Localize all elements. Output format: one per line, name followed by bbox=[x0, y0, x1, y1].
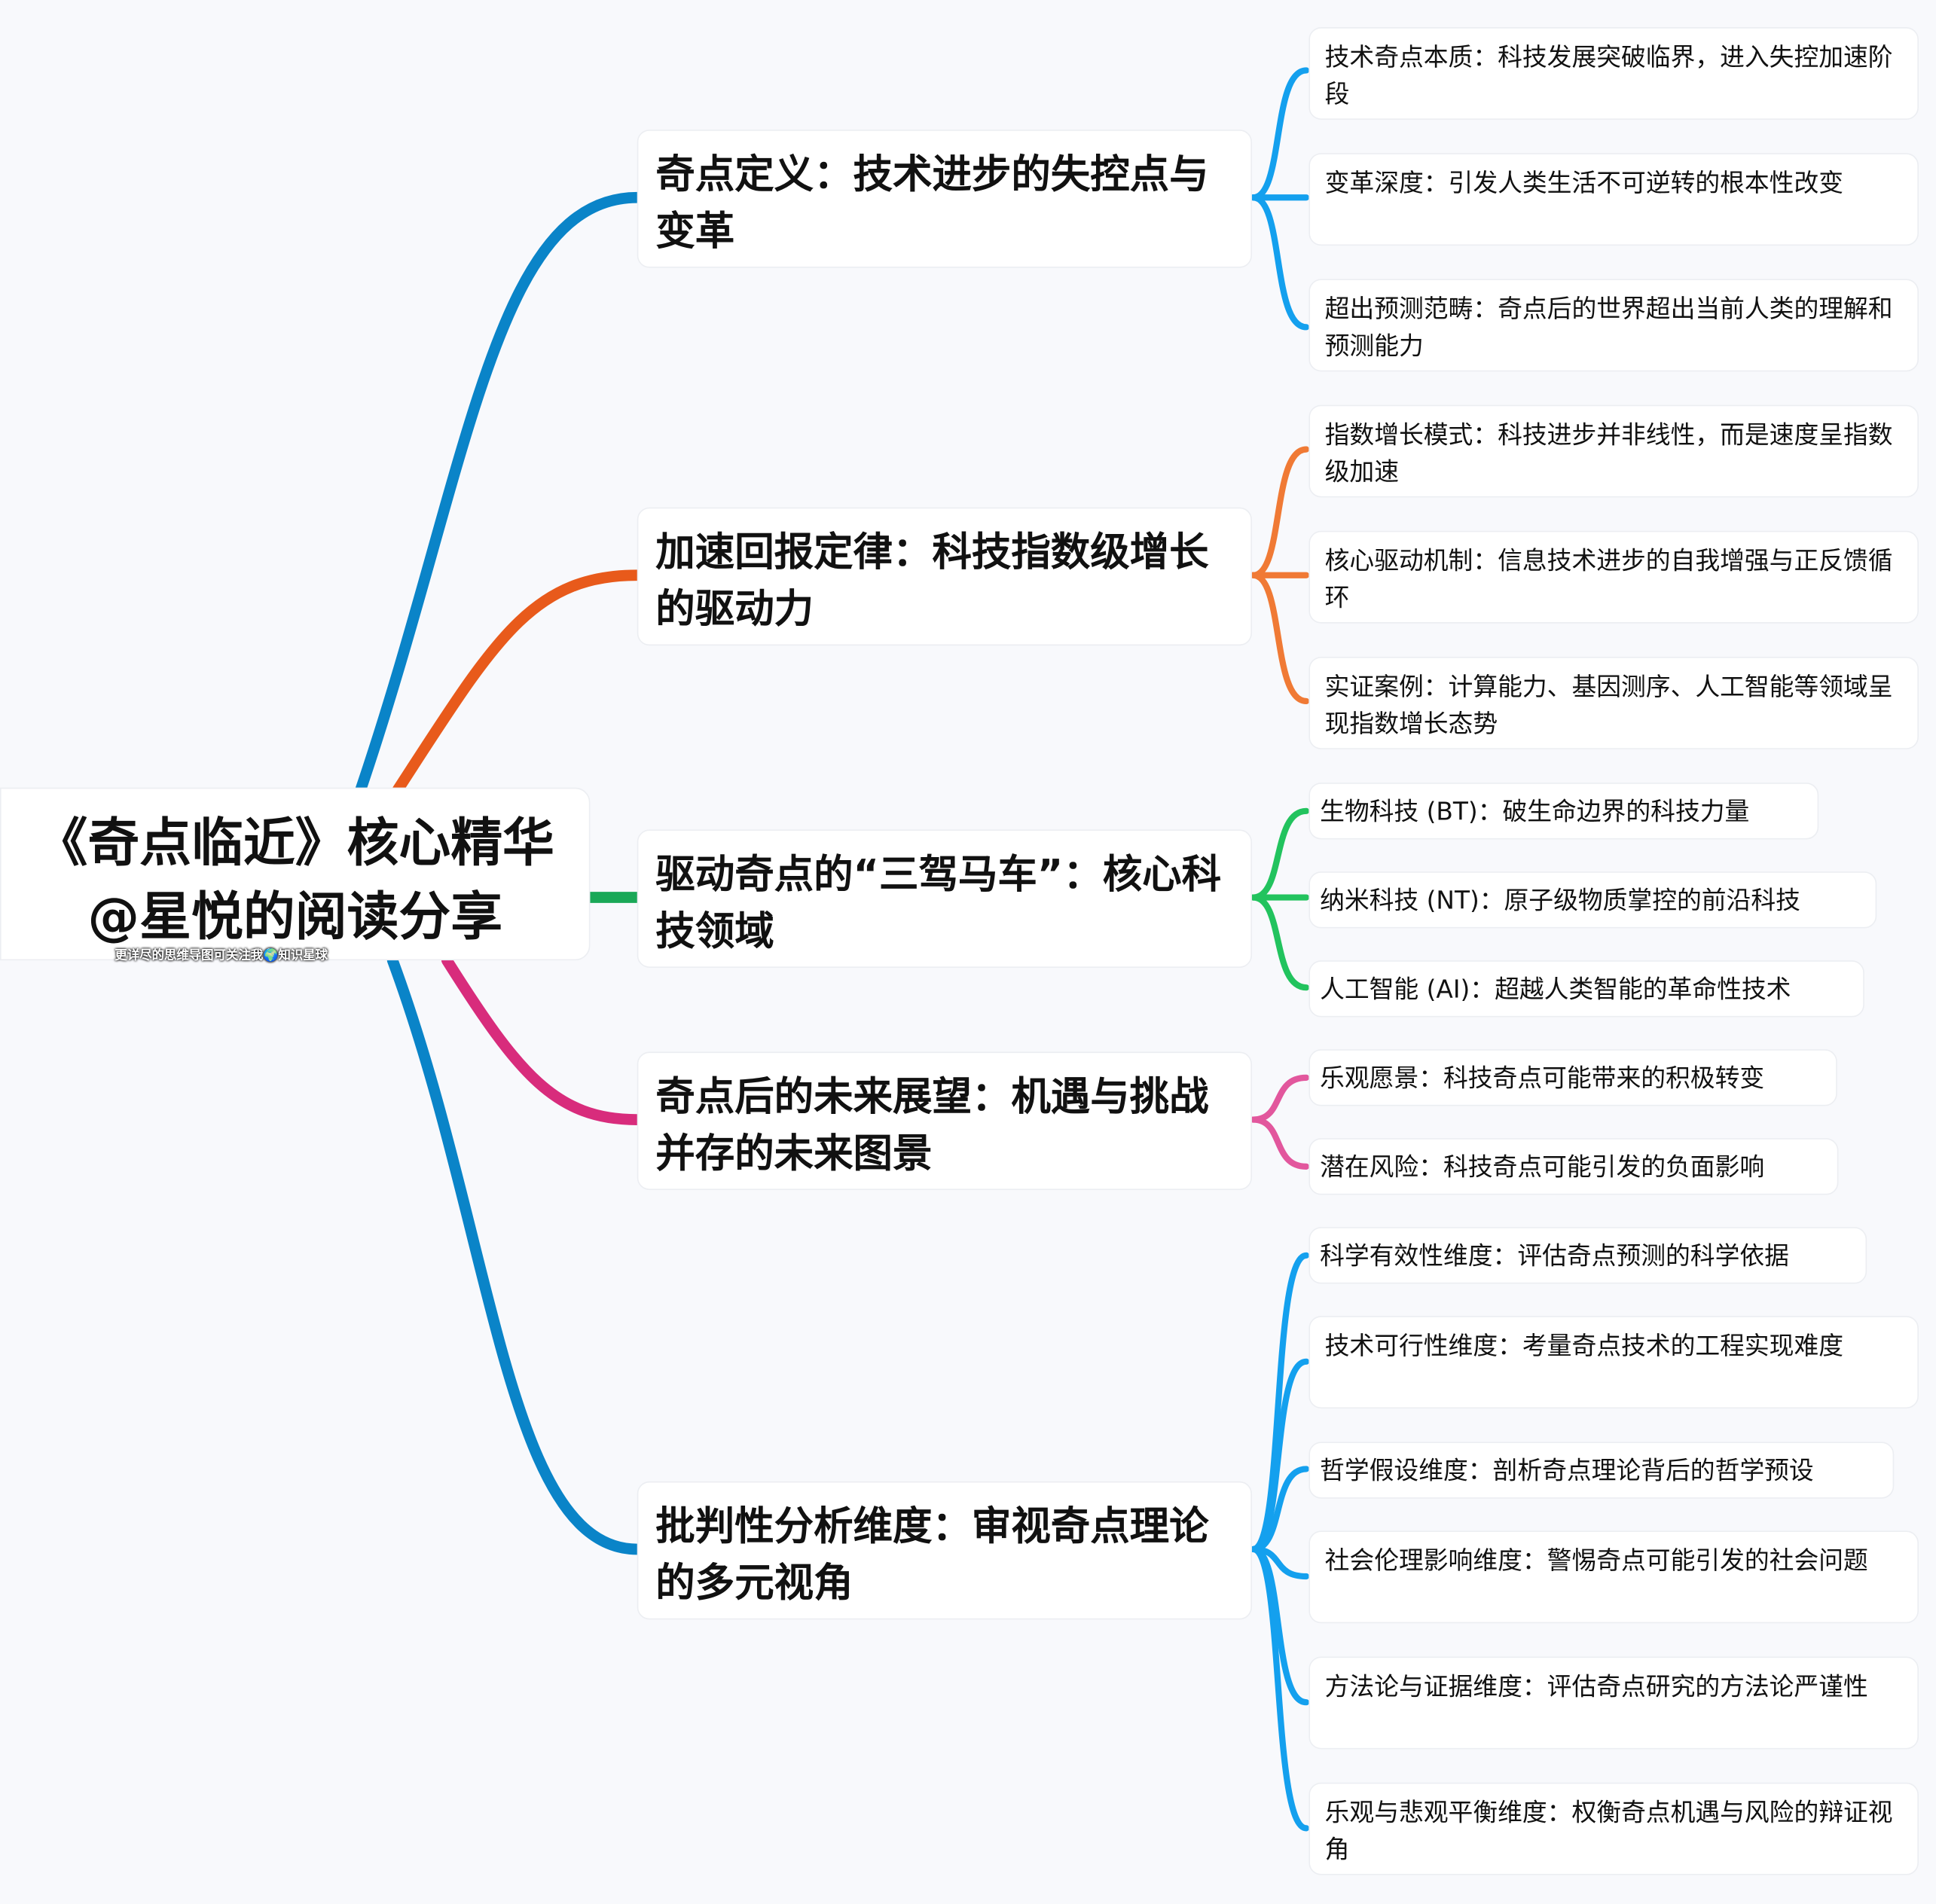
root-node[interactable]: 《奇点临近》核心精华 @星悦的阅读分享 更详尽的思维导图可关注我🌍知识星球 bbox=[0, 787, 591, 963]
leaf-node[interactable]: 核心驱动机制：信息技术进步的自我增强与正反馈循环 bbox=[1308, 530, 1919, 624]
leaf-node[interactable]: 方法论与证据维度：评估奇点研究的方法论严谨性 bbox=[1308, 1656, 1919, 1750]
branch-node-4[interactable]: 奇点后的未来展望：机遇与挑战并存的未来图景 bbox=[637, 1051, 1252, 1190]
connector-branch-1 bbox=[355, 191, 643, 796]
leaf-node[interactable]: 生物科技 (BT)：破生命边界的科技力量 bbox=[1308, 783, 1819, 840]
leaf-node[interactable]: 科学有效性维度：评估奇点预测的科学依据 bbox=[1308, 1227, 1867, 1284]
leaf-node[interactable]: 乐观愿景：科技奇点可能带来的积极转变 bbox=[1308, 1049, 1837, 1106]
leaf-node[interactable]: 技术奇点本质：科技发展突破临界，进入失控加速阶段 bbox=[1308, 27, 1919, 120]
leaf-node[interactable]: 哲学假设维度：剖析奇点理论背后的哲学预设 bbox=[1308, 1442, 1895, 1499]
branch-node-3[interactable]: 驱动奇点的“三驾马车”：核心科技领域 bbox=[637, 829, 1252, 968]
leaf-node[interactable]: 超出预测范畴：奇点后的世界超出当前人类的理解和预测能力 bbox=[1308, 279, 1919, 372]
leaf-node[interactable]: 变革深度：引发人类生活不可逆转的根本性改变 bbox=[1308, 153, 1919, 246]
connector-branch-5 bbox=[386, 954, 643, 1555]
root-title-line2: @星悦的阅读分享 bbox=[87, 886, 503, 947]
branch-node-1[interactable]: 奇点定义：技术进步的失控点与变革 bbox=[637, 130, 1252, 268]
leaf-node[interactable]: 潜在风险：科技奇点可能引发的负面影响 bbox=[1308, 1138, 1839, 1195]
connector-branch-2 bbox=[392, 569, 643, 796]
leaf-node[interactable]: 社会伦理影响维度：警惕奇点可能引发的社会问题 bbox=[1308, 1530, 1919, 1624]
leaf-node[interactable]: 乐观与悲观平衡维度：权衡奇点机遇与风险的辩证视角 bbox=[1308, 1782, 1919, 1875]
branch-node-5[interactable]: 批判性分析维度：审视奇点理论的多元视角 bbox=[637, 1481, 1252, 1620]
leaf-node[interactable]: 人工智能 (AI)：超越人类智能的革命性技术 bbox=[1308, 960, 1864, 1018]
connector-branch-4 bbox=[441, 954, 643, 1125]
leaf-node[interactable]: 指数增长模式：科技进步并非线性，而是速度呈指数级加速 bbox=[1308, 404, 1919, 498]
leaf-node[interactable]: 实证案例：计算能力、基因测序、人工智能等领域呈现指数增长态势 bbox=[1308, 656, 1919, 749]
root-caption: 更详尽的思维导图可关注我🌍知识星球 bbox=[115, 949, 328, 963]
root-title-line1: 《奇点临近》核心精华 bbox=[35, 812, 554, 873]
leaf-node[interactable]: 纳米科技 (NT)：原子级物质掌控的前沿科技 bbox=[1308, 871, 1877, 929]
leaf-node[interactable]: 技术可行性维度：考量奇点技术的工程实现难度 bbox=[1308, 1316, 1919, 1409]
branch-node-2[interactable]: 加速回报定律：科技指数级增长的驱动力 bbox=[637, 507, 1252, 646]
